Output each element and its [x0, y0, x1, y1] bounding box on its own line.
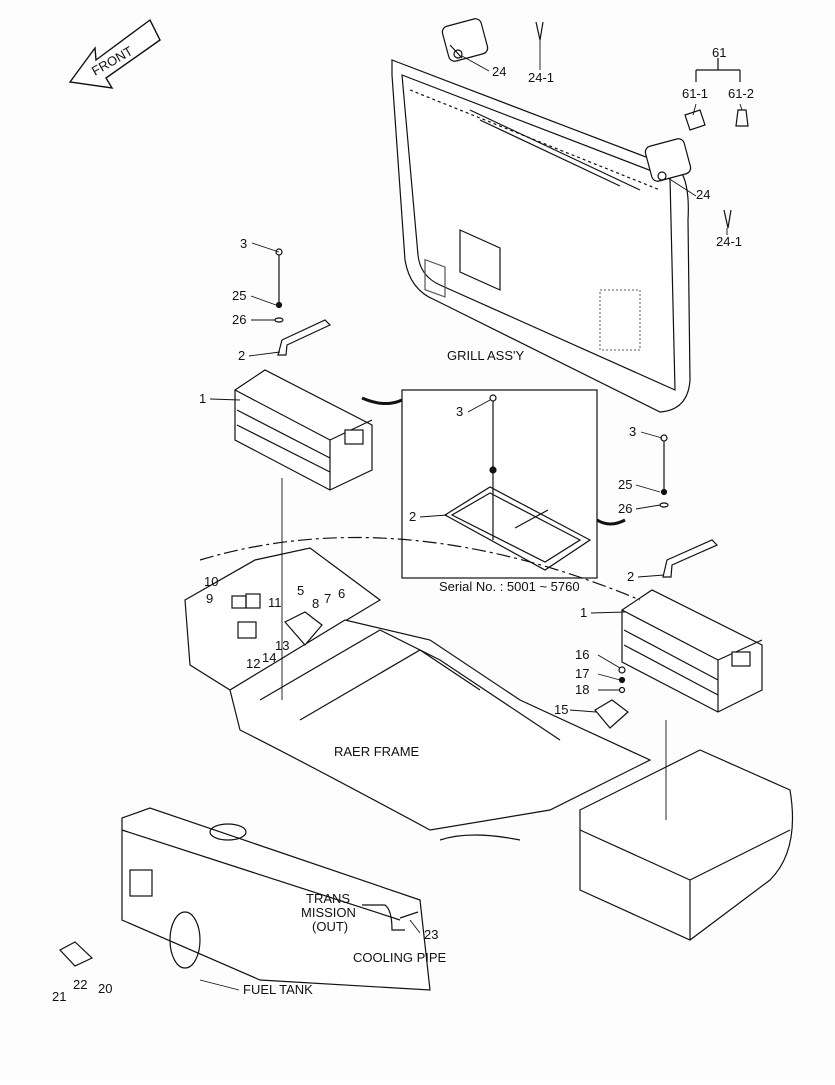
label-12: 12	[246, 656, 260, 671]
small-components	[59, 593, 629, 967]
label-26-right: 26	[618, 501, 632, 516]
label-61-2: 61-2	[728, 86, 754, 101]
serial-detail-box	[361, 389, 626, 579]
label-2: 2	[238, 348, 245, 363]
label-24: 24	[492, 64, 506, 79]
fuel-tank-caption: FUEL TANK	[243, 982, 313, 997]
captions: GRILL ASS'Y RAER FRAME FUEL TANK COOLING…	[243, 348, 580, 997]
label-1: 1	[199, 391, 206, 406]
rear-frame	[184, 536, 794, 941]
label-21: 21	[52, 989, 66, 1004]
trans-caption-2: MISSION	[301, 905, 356, 920]
label-5: 5	[297, 583, 304, 598]
label-24-1: 24-1	[528, 70, 554, 85]
label-17: 17	[575, 666, 589, 681]
label-8: 8	[312, 596, 319, 611]
front-arrow: FRONT	[68, 18, 161, 89]
label-10: 10	[204, 574, 218, 589]
label-25: 25	[232, 288, 246, 303]
label-3-right: 3	[629, 424, 636, 439]
label-2-right: 2	[627, 569, 634, 584]
bolt-set-right	[659, 434, 719, 578]
battery-right	[621, 589, 763, 713]
cooling-pipe-caption: COOLING PIPE	[353, 950, 447, 965]
grill-assembly	[391, 59, 691, 413]
work-lamp-top	[441, 18, 489, 62]
label-1-right: 1	[580, 605, 587, 620]
grill-caption: GRILL ASS'Y	[447, 348, 524, 363]
lamp-parts	[535, 21, 749, 229]
label-15: 15	[554, 702, 568, 717]
label-24-right: 24	[696, 187, 710, 202]
label-9: 9	[206, 591, 213, 606]
label-22: 22	[73, 977, 87, 992]
label-6: 6	[338, 586, 345, 601]
label-25-right: 25	[618, 477, 632, 492]
label-14: 14	[262, 650, 276, 665]
label-61-1: 61-1	[682, 86, 708, 101]
label-26: 26	[232, 312, 246, 327]
frame-caption: RAER FRAME	[334, 744, 420, 759]
label-18: 18	[575, 682, 589, 697]
work-lamp-right	[644, 138, 692, 182]
label-16: 16	[575, 647, 589, 662]
label-23: 23	[424, 927, 438, 942]
trans-caption-1: TRANS	[306, 891, 350, 906]
trans-caption-3: (OUT)	[312, 919, 348, 934]
label-61: 61	[712, 45, 726, 60]
label-3-detail: 3	[456, 404, 463, 419]
leader-lines	[199, 40, 743, 991]
bolt-set-left	[274, 248, 332, 356]
label-13: 13	[275, 638, 289, 653]
label-11: 11	[268, 595, 282, 610]
label-2-detail: 2	[409, 509, 416, 524]
label-20: 20	[98, 981, 112, 996]
part-number-labels: 3 25 26 2 1 3 2 3 25 26 2 1 16 17 18 15 …	[52, 45, 754, 1004]
fuel-tank	[121, 807, 431, 991]
serial-caption: Serial No. : 5001 ~ 5760	[439, 579, 580, 594]
label-24-1-right: 24-1	[716, 234, 742, 249]
battery-left	[234, 369, 373, 491]
label-7: 7	[324, 591, 331, 606]
label-3: 3	[240, 236, 247, 251]
